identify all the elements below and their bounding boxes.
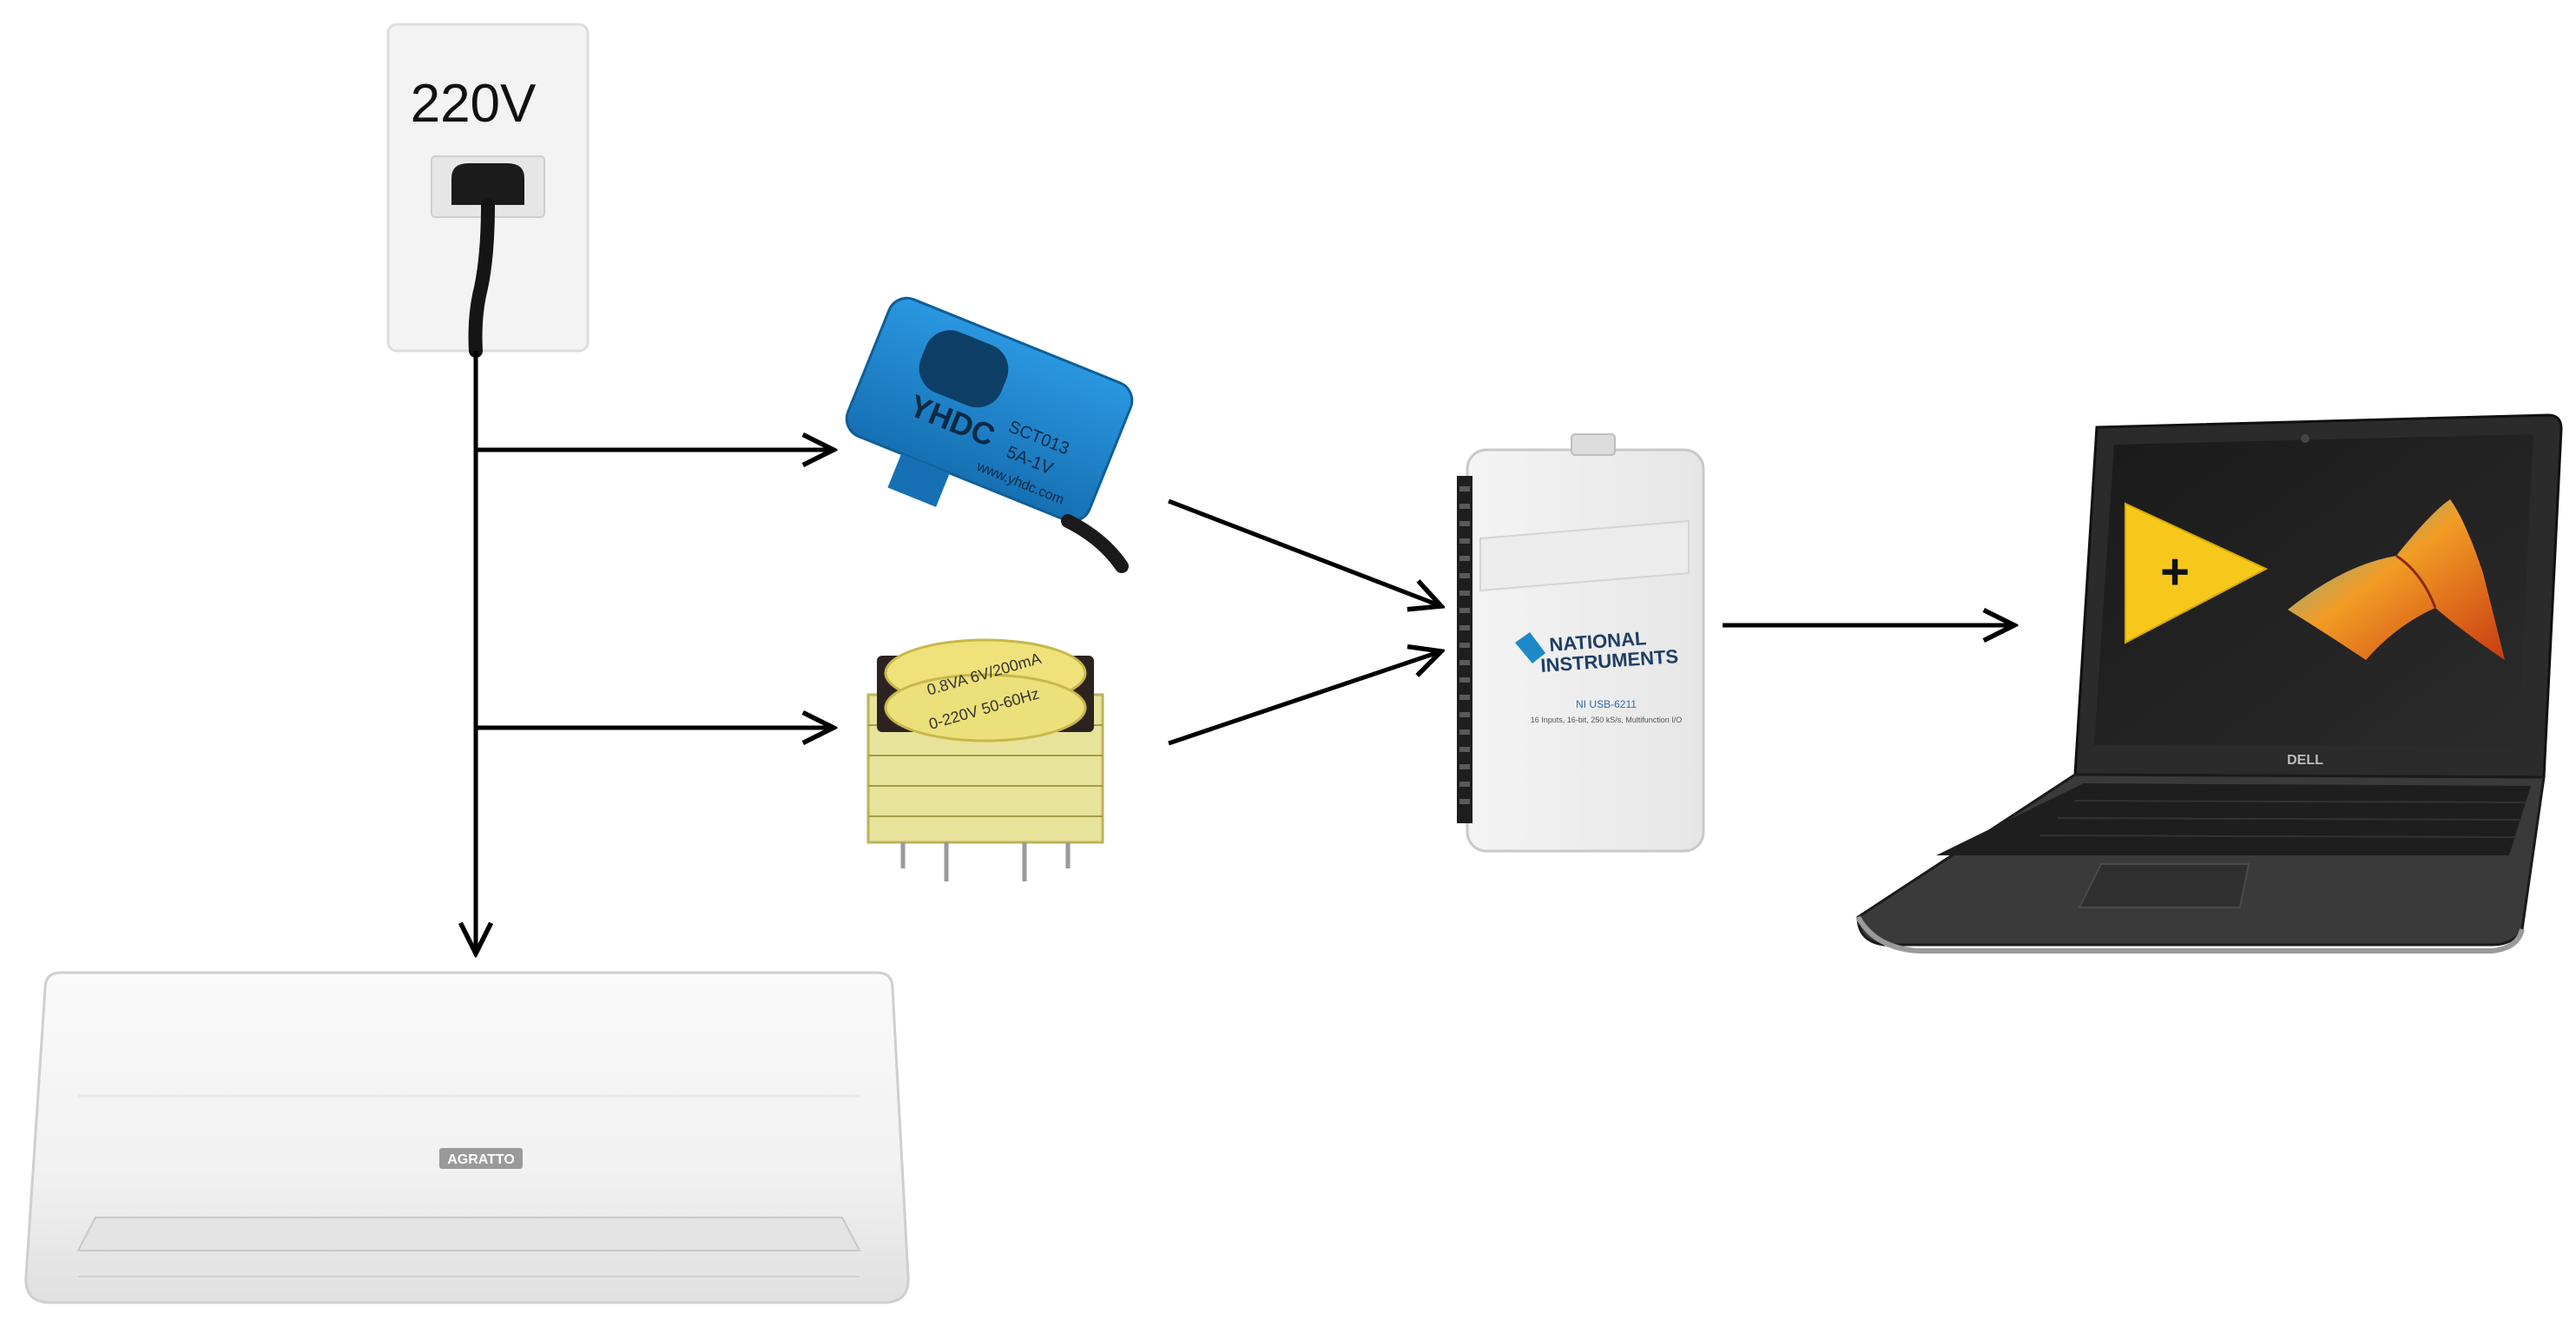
ac-brand: AGRATTO <box>447 1152 515 1167</box>
laptop-brand: DELL <box>2287 753 2323 768</box>
transformer: 0.8VA 6V/200mA 0-220V 50-60Hz <box>866 638 1104 881</box>
webcam-icon <box>2301 434 2309 443</box>
laptop-edge <box>1855 915 2525 954</box>
sensor-cable <box>1061 514 1129 573</box>
air-conditioner: AGRATTO <box>24 971 910 1304</box>
power-outlet: 220V <box>386 23 590 358</box>
arrow-transformer-to-daq <box>1168 651 1441 746</box>
arrow-sensor-to-daq <box>1168 498 1441 606</box>
connection-arrows <box>476 351 2014 954</box>
laptop: DELL + <box>1855 413 2563 954</box>
current-sensor: YHDC SCT013 5A-1V www.yhdc.com <box>845 296 1134 573</box>
ni-logo-icon <box>1515 632 1545 663</box>
transformer-coil-bottom <box>884 673 1087 742</box>
daq-model: NI USB-6211 <box>1576 698 1637 710</box>
daq-device: NATIONAL INSTRUMENTS NI USB-6211 16 Inpu… <box>1457 433 1705 853</box>
terminal-block <box>1457 476 1472 823</box>
ac-badge <box>439 1148 523 1169</box>
ac-louver <box>76 1217 861 1251</box>
daq-subtitle: 16 Inputs, 16-bit, 250 kS/s, Multifuncti… <box>1531 716 1683 724</box>
touchpad <box>2078 863 2250 908</box>
laptop-screen <box>2094 434 2533 747</box>
plug-icon <box>451 163 524 205</box>
usb-port <box>1571 433 1616 456</box>
power-cord <box>468 198 495 358</box>
labview-icon: + <box>2125 502 2269 644</box>
matlab-icon <box>2288 499 2505 660</box>
svg-text:+: + <box>2160 544 2190 600</box>
voltage-label: 220V <box>411 74 537 134</box>
